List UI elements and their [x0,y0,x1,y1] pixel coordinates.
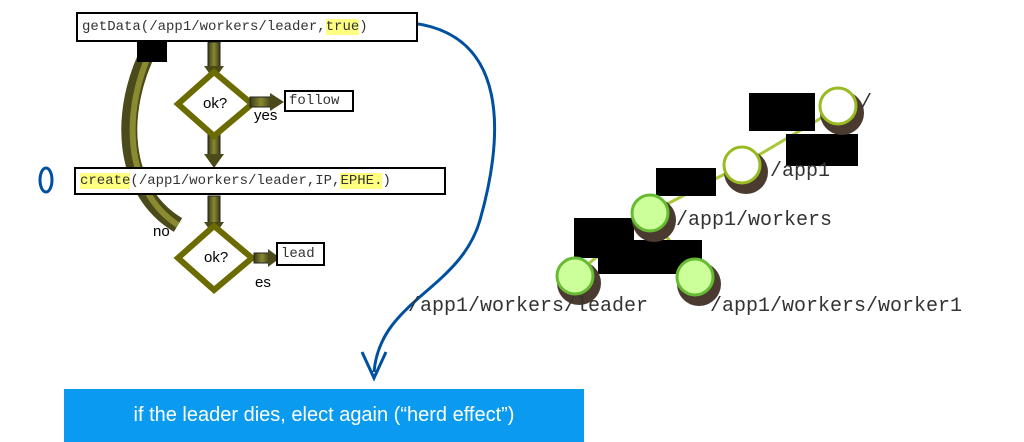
node-workers [630,193,676,242]
follow-box: follow [284,90,354,112]
node-root [818,86,864,135]
tree-label-worker1: /app1/workers/worker1 [710,295,963,318]
tree-label-leader: /app1/workers/leader [408,295,649,318]
herd-effect-curve [372,20,497,373]
decision-2-label: ok? [204,249,229,266]
herd-effect-arrowhead [360,351,388,382]
getdata-text: getData(/app1/workers/leader, [82,19,326,35]
step-marker-circle [38,166,54,194]
follow-label: follow [289,93,340,109]
node-leader [555,256,601,305]
yes-label-2: es [255,274,271,291]
getdata-close: ) [359,19,368,35]
arrow-to-lead [253,249,280,267]
arrow-to-follow [249,93,284,111]
create-ephemeral-flag: EPHE. [340,173,383,189]
herd-effect-text: if the leader dies, elect again (“herd e… [133,404,515,426]
herd-effect-banner: if the leader dies, elect again (“herd e… [64,389,584,442]
lead-label: lead [281,246,315,262]
no-label: no [153,223,170,240]
decision-diamond-2 [173,222,257,294]
create-call-box: create(/app1/workers/leader,IP,EPHE.) [74,167,446,195]
create-keyword: create [80,173,131,189]
decision-1-label: ok? [203,95,228,112]
create-close: ) [382,173,391,189]
tree-label-app1: /app1 [770,160,831,183]
tree-label-root: / [860,92,873,115]
node-worker1 [675,257,721,306]
tree-label-workers: /app1/workers [676,209,833,232]
decision-diamond-1 [173,68,257,140]
getdata-watch-flag: true [325,19,360,35]
yes-label-1: yes [254,107,278,124]
create-args: (/app1/workers/leader,IP, [130,173,341,189]
lead-box: lead [276,242,325,266]
node-app1 [722,145,768,194]
getdata-call-box: getData(/app1/workers/leader,true) [76,12,418,42]
